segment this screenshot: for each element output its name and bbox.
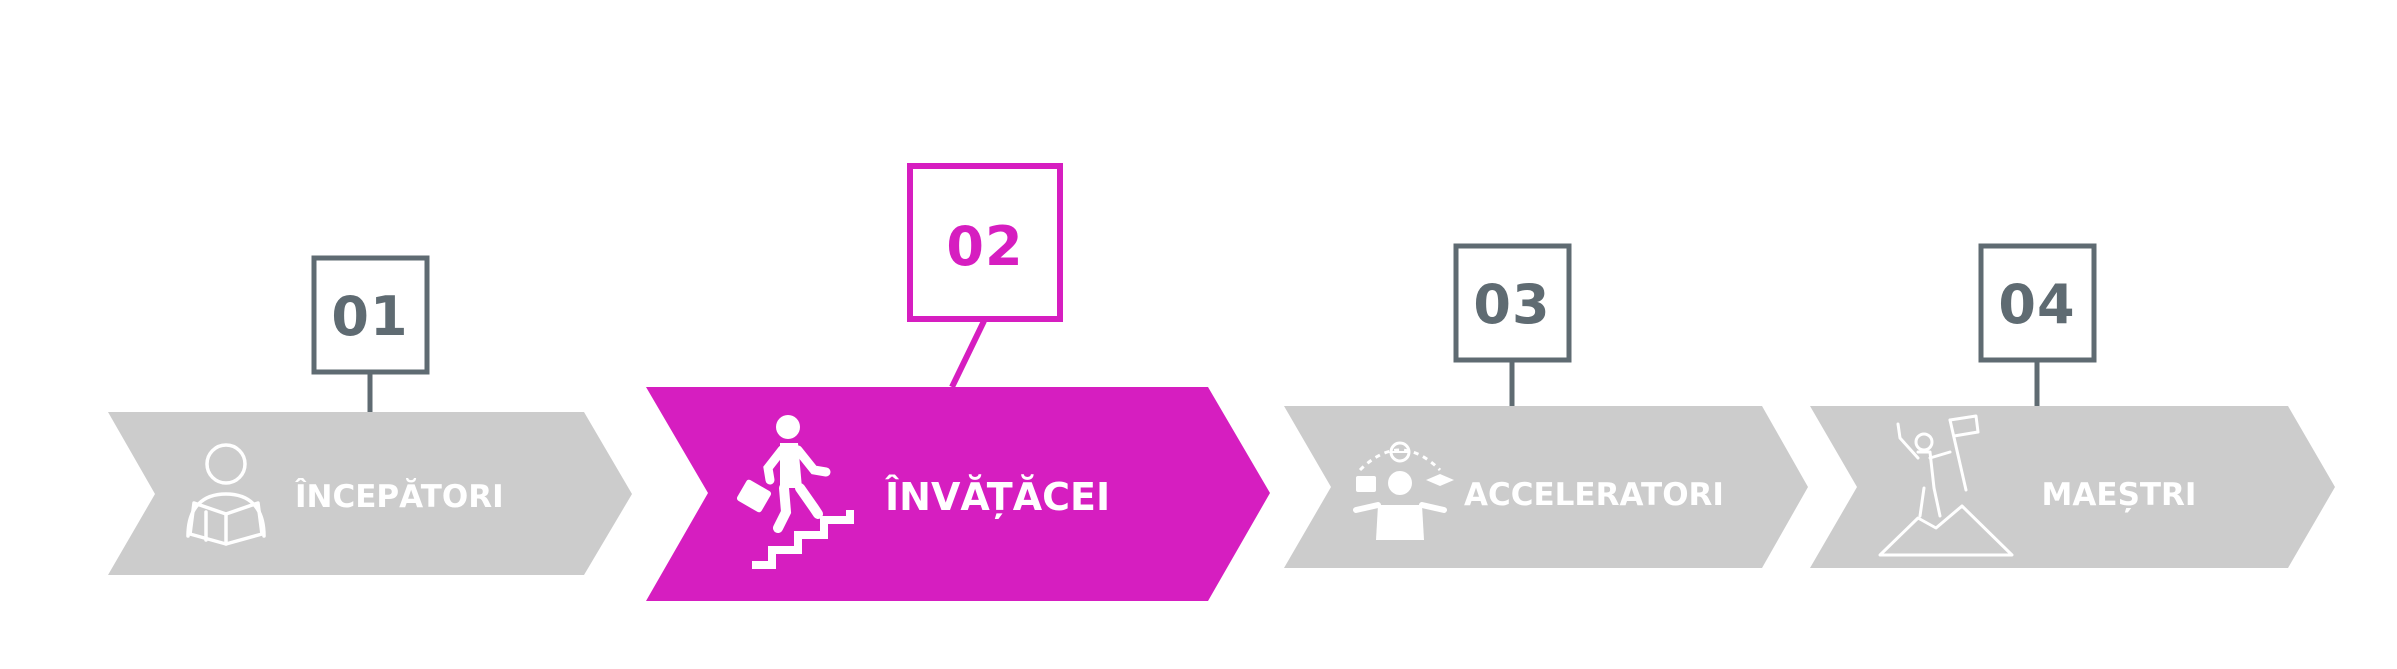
step-2-number: 02 — [946, 215, 1023, 278]
step-3-number-box — [1453, 243, 1572, 363]
step-2-label: ÎNVĂȚĂCEI — [885, 475, 1110, 519]
step-2-number-box — [907, 163, 1063, 322]
step-1-number: 01 — [331, 285, 408, 348]
step-4-number: 04 — [1998, 273, 2075, 336]
juggling-learner-icon — [1353, 441, 1454, 540]
climbing-stairs-icon — [736, 415, 854, 569]
step-3-label: ACCELERATORI — [1464, 477, 1724, 513]
step-4-label: MAEȘTRI — [2042, 477, 2197, 513]
summit-flag-icon — [1878, 414, 2014, 557]
step-2-connector — [949, 319, 987, 389]
step-1-number-box — [311, 255, 430, 375]
step-1-label: ÎNCEPĂTORI — [295, 478, 504, 515]
step-1: 01 ÎNCEPĂTORI — [108, 255, 632, 575]
step-1-chevron — [108, 412, 632, 575]
step-4-chevron — [1810, 406, 2335, 568]
step-4-number-box — [1978, 243, 2097, 363]
step-4: 04 MAEȘTRI — [1810, 243, 2335, 568]
reader-icon — [186, 443, 266, 546]
step-3-number: 03 — [1473, 273, 1550, 336]
step-3: 03 ACCELERATORI — [1284, 243, 1808, 568]
step-2: 02 ÎNVĂȚĂCEI — [646, 163, 1270, 601]
